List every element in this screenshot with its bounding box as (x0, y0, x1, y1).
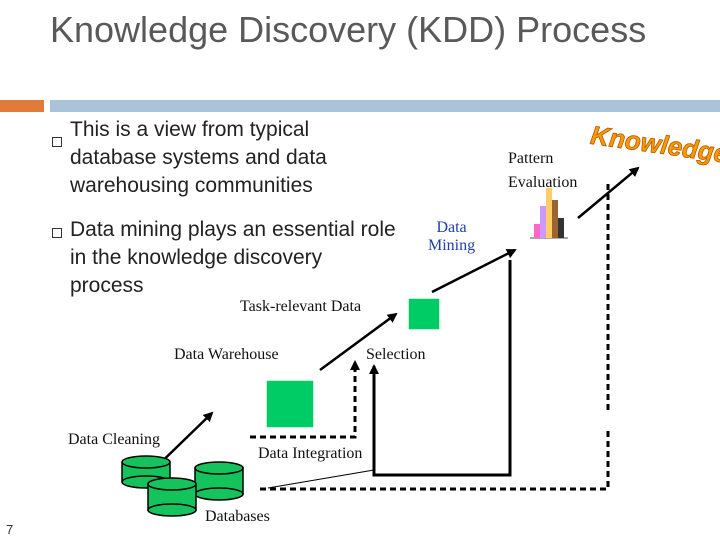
bullet-icon (52, 137, 62, 147)
accent-bar-orange (0, 100, 44, 112)
label-selection: Selection (366, 346, 426, 363)
arrow-mining-to-knowledge (577, 166, 640, 219)
bullet-text-1: This is a view from typical database sys… (70, 118, 327, 197)
dashed-integration-to-selection (250, 360, 360, 439)
connector-line (267, 469, 375, 489)
slide-title: Knowledge Discovery (KDD) Process (50, 9, 647, 50)
slide-number: 7 (6, 522, 14, 537)
arrow-warehouse-to-task (319, 312, 398, 372)
database-cylinder (147, 477, 197, 517)
label-data-cleaning: Data Cleaning (68, 431, 160, 448)
dashed-feedback-line (260, 430, 610, 491)
knowledge-text: Knowledge (589, 120, 720, 169)
task-relevant-box (407, 297, 441, 331)
pattern-chart-icon (530, 188, 568, 239)
bullet-text-2: Data mining plays an essential role in t… (70, 218, 396, 297)
label-task-relevant-data: Task-relevant Data (240, 298, 362, 315)
label-data-warehouse: Data Warehouse (174, 346, 279, 363)
arrow-task-to-mining (431, 248, 517, 294)
database-cylinder (194, 461, 244, 501)
label-databases: Databases (205, 508, 270, 525)
bullet-icon (52, 228, 62, 238)
data-warehouse-box (265, 379, 315, 429)
label-data-integration: Data Integration (258, 445, 363, 462)
accent-bar-blue (50, 100, 720, 112)
label-pattern-evaluation: Pattern Evaluation (508, 150, 578, 191)
label-data-mining: Data Mining (428, 219, 476, 254)
